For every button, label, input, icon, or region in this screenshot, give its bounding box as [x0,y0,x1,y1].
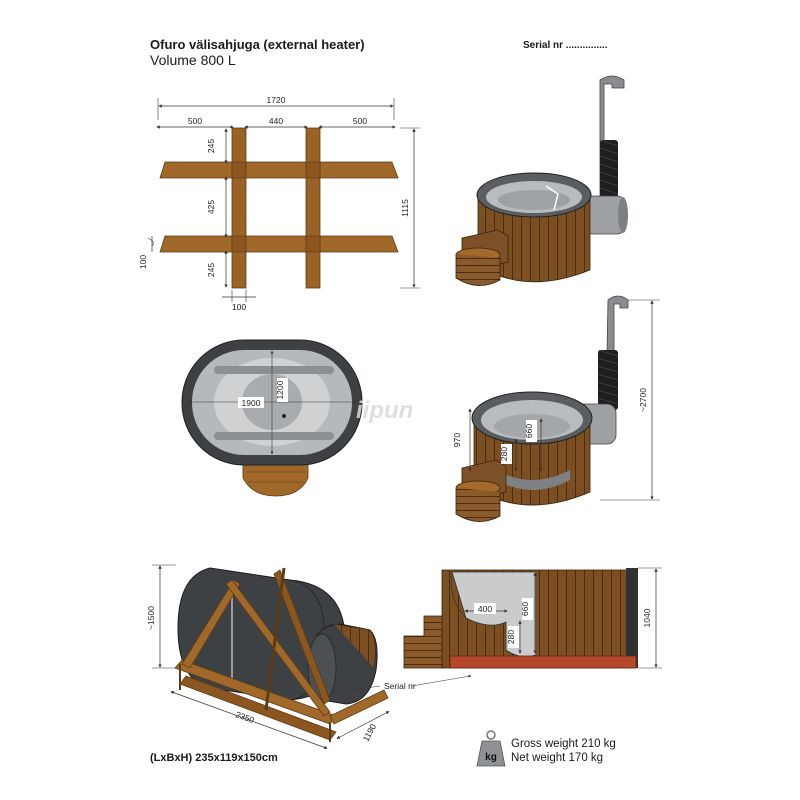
dim-total-height: ~2700 [638,388,648,412]
weight-icon-label: kg [485,752,497,763]
dim-total-width: 1720 [267,95,286,105]
dim-middle-width: 440 [269,116,283,126]
tub-3d-view-2: 970 660 280 ~2700 [452,295,660,522]
page-title: Ofuro välisahjuga (external heater) [150,37,365,52]
package-view: ~1500 2350 1190 [146,564,390,750]
serial-number-field: Serial nr ............... [523,40,608,51]
watermark-text: iipun [356,397,413,424]
frame-post-right [305,127,321,289]
dim-tub-width: 1200 [275,380,285,399]
dim-v-bot: 245 [206,263,216,277]
dim-left-width: 500 [188,116,202,126]
gross-weight: Gross weight 210 kg [511,738,616,750]
frame-beam-top [159,161,399,179]
dim-right-width: 500 [353,116,367,126]
dim-package-length: 2350 [234,709,255,725]
frame-post-left [231,127,247,289]
dim-inner-depth: 660 [524,424,534,438]
frame-beam-bottom [159,235,399,253]
dim-section-bench-height: 280 [506,630,516,644]
volume-label: Volume 800 L [150,52,236,68]
dim-tub-length: 1900 [242,398,261,408]
section-view: 400 660 280 1040 [403,567,662,687]
dim-tub-height: 970 [452,433,462,447]
weight-icon: kg [476,730,506,767]
dim-bench-height: 280 [499,447,509,461]
dim-section-inner-depth: 660 [520,602,530,616]
dim-v-mid: 425 [206,200,216,214]
dim-v-top: 245 [206,139,216,153]
dim-beam-thickness: 100 [138,255,148,269]
dim-post-width: 100 [232,302,246,312]
dim-section-bench-width: 400 [478,604,492,614]
net-weight: Net weight 170 kg [511,752,604,764]
package-dimensions-text: (LxBxH) 235x119x150cm [150,752,278,764]
tub-top-view: 1900 1200 [181,339,363,497]
step-top-view [242,461,309,497]
frame-plan-view: 1720 500 440 500 245 425 245 1115 100 10… [138,95,420,312]
tub-3d-view-1 [455,75,628,286]
dim-package-height: ~1500 [146,606,156,630]
dim-section-outer-height: 1040 [642,608,652,627]
dim-frame-height: 1115 [400,199,410,217]
package-serial-label: Serial nr [384,681,416,691]
